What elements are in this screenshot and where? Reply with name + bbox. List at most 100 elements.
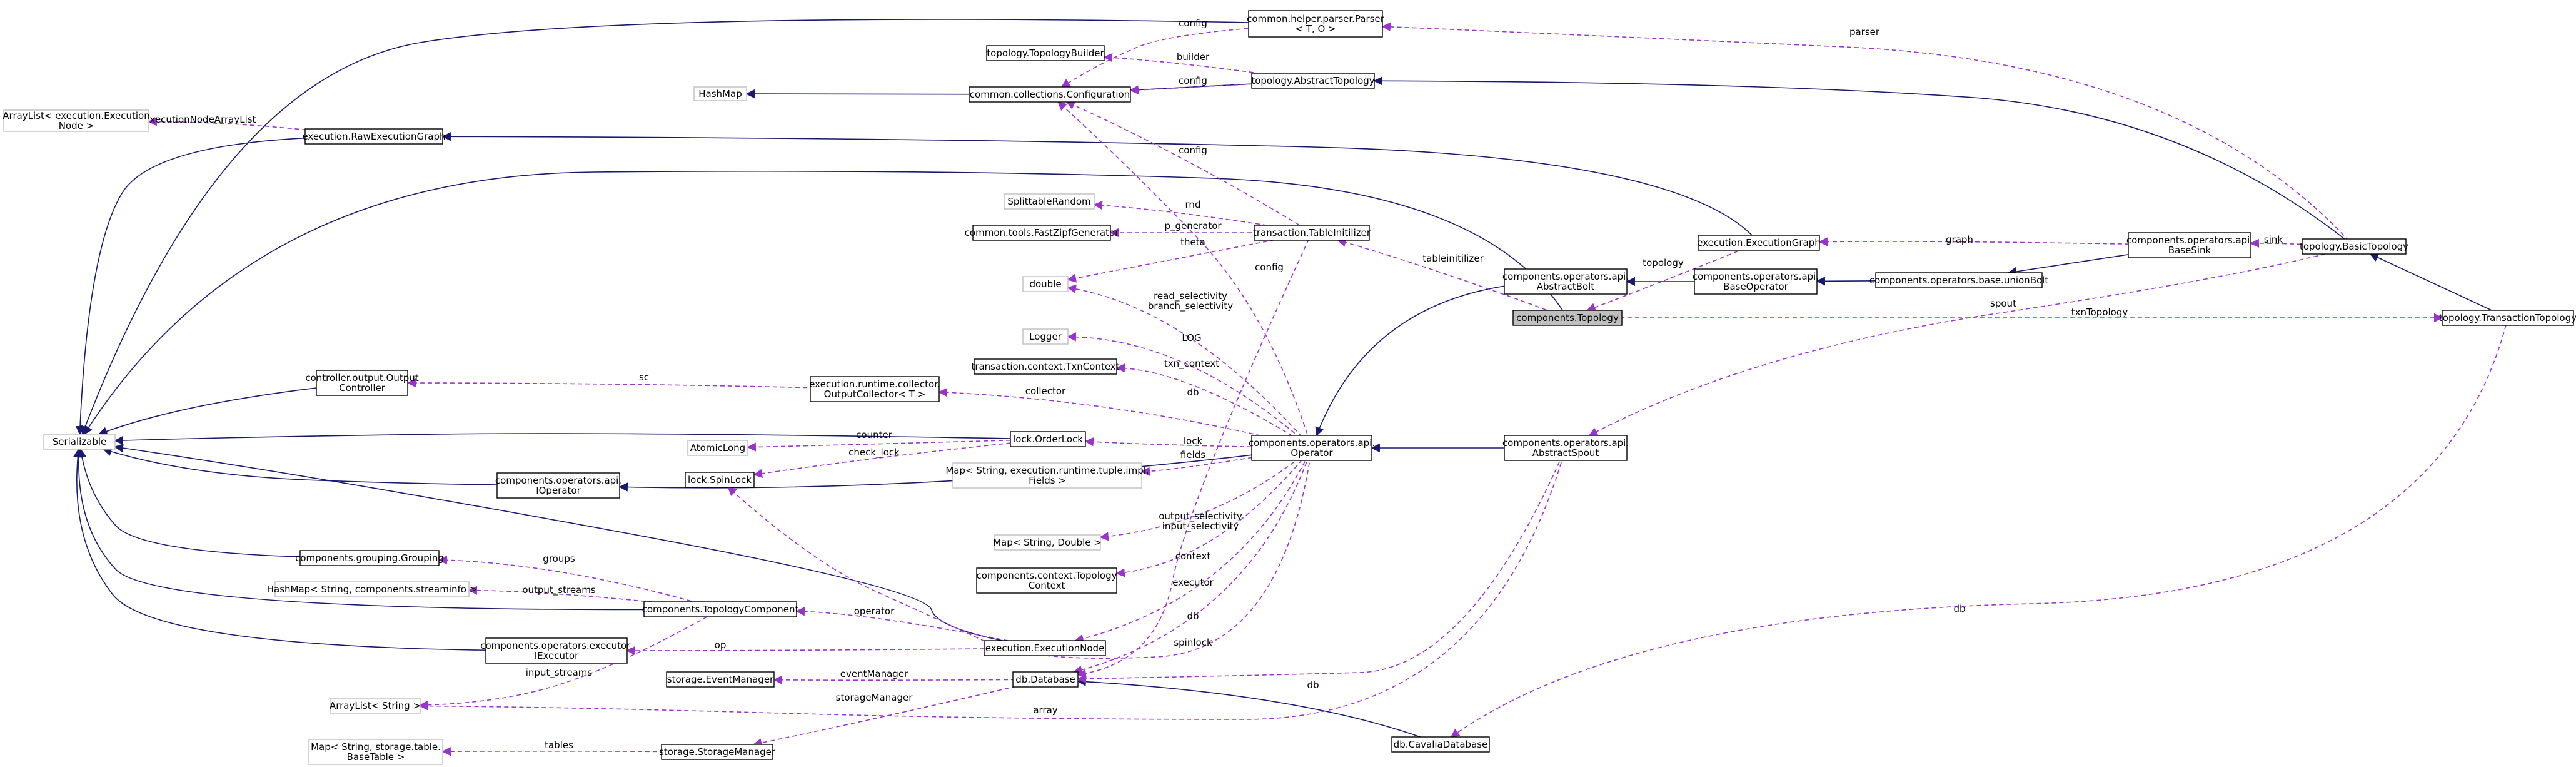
node-label-splittable-random: SplittableRandom (1007, 196, 1090, 207)
node-box-base-sink (2128, 232, 2251, 258)
usage-edge-output-collector-to-output-controller (406, 378, 875, 390)
edge-label-spout: spout (1990, 298, 2016, 309)
node-topology-component[interactable]: components.TopologyComponent (642, 601, 799, 617)
inheritance-edge-operator-to-ioperator (618, 447, 1312, 492)
node-topology[interactable]: components.Topology (1512, 310, 1623, 326)
node-table-initilizer[interactable]: transaction.TableInitilizer (1253, 225, 1371, 241)
node-box-union-bolt (1875, 272, 2043, 288)
node-configuration[interactable]: common.collections.Configuration (969, 86, 1131, 103)
node-label-base-sink: BaseSink (2168, 245, 2211, 256)
usage-edge-execution-node-to-iexecutor (626, 646, 1045, 656)
node-box-streaminfo-map (274, 581, 470, 597)
edge-label-config-table-init: config (1179, 145, 1207, 156)
node-cavalia-db[interactable]: db.CavaliaDatabase (1391, 736, 1490, 753)
node-event-manager[interactable]: storage.EventManager (666, 671, 775, 688)
node-ioperator[interactable]: components.operators.api.IOperator (495, 472, 621, 499)
node-base-operator[interactable]: components.operators.api.BaseOperator (1693, 268, 1819, 295)
node-base-sink[interactable]: components.operators.api.BaseSink (2126, 232, 2253, 258)
edge-label-config-operator: config (1255, 262, 1284, 273)
node-parser[interactable]: common.helper.parser.Parser< T, O > (1247, 10, 1385, 38)
node-basic-topology[interactable]: topology.BasicTopology (2300, 238, 2408, 255)
node-streaminfo-map[interactable]: HashMap< String, components.streaminfo > (267, 581, 478, 597)
usage-edge-topology-to-table-initilizer (1337, 238, 1568, 318)
node-label-hashmap: HashMap (698, 88, 742, 99)
usage-edge-basic-topology-to-parser (1381, 22, 2355, 247)
node-array-list-string[interactable]: ArrayList< String > (330, 698, 421, 714)
node-label-database: db.Database (1015, 674, 1075, 685)
node-fast-zipf[interactable]: common.tools.FastZipfGenerator (965, 225, 1119, 241)
node-logger[interactable]: Logger (1022, 328, 1069, 345)
node-fields-map[interactable]: Map< String, execution.runtime.tuple.imp… (945, 462, 1149, 489)
edge-label-txn-context: txn_context (1164, 358, 1219, 370)
node-box-table-initilizer (1254, 225, 1370, 241)
node-atomic-long[interactable]: AtomicLong (687, 440, 748, 456)
node-label-abstract-bolt: AbstractBolt (1537, 281, 1595, 292)
node-iexecutor[interactable]: components.operators.executor.IExecutor (480, 637, 633, 664)
node-box-operator (1251, 435, 1372, 461)
node-box-topology-component (643, 601, 797, 617)
node-label-output-collector: execution.runtime.collector. (809, 378, 940, 390)
node-label-execution-graph: execution.ExecutionGraph (1697, 237, 1820, 248)
node-transaction-topology[interactable]: topology.TransactionTopology (2439, 310, 2576, 326)
node-label-event-manager: storage.EventManager (667, 674, 774, 685)
usage-edge-operator-to-configuration (1057, 101, 1312, 449)
node-abstract-spout[interactable]: components.operators.api.AbstractSpout (1502, 435, 1629, 461)
node-output-collector[interactable]: execution.runtime.collector.OutputCollec… (809, 376, 940, 402)
edge-label-topology: topology (1643, 257, 1684, 268)
node-box-base-operator (1694, 268, 1818, 295)
edge-label-output-input-selectivity: output_selectivity (1159, 510, 1242, 522)
node-database[interactable]: db.Database (1012, 671, 1079, 688)
node-topology-builder[interactable]: topology.TopologyBuilder (986, 45, 1105, 61)
node-box-transaction-topology (2442, 310, 2574, 326)
node-txn-context[interactable]: transaction.context.TxnContext (971, 358, 1120, 375)
node-label-basetable-map: Map< String, storage.table. (311, 741, 441, 753)
node-execution-graph[interactable]: execution.ExecutionGraph (1697, 235, 1821, 251)
node-box-double-map (994, 534, 1101, 551)
node-label-abstract-bolt: components.operators.api. (1502, 271, 1629, 282)
inheritance-edge-parser-to-serializable (81, 19, 1316, 435)
node-box-serializable (43, 434, 116, 450)
node-box-abstract-bolt (1504, 268, 1628, 295)
node-execution-node[interactable]: execution.ExecutionNode (984, 640, 1106, 656)
node-order-lock[interactable]: lock.OrderLock (1010, 431, 1086, 447)
node-raw-exec-graph[interactable]: execution.RawExecutionGraph (302, 128, 446, 145)
node-array-list-exec[interactable]: ArrayList< execution.ExecutionNode > (3, 109, 150, 132)
edge-label-log: LOG (1182, 332, 1201, 343)
node-spin-lock[interactable]: lock.SpinLock (685, 472, 755, 488)
usage-edge-order-lock-to-spin-lock (753, 439, 1049, 479)
usage-edge-operator-to-logger (1067, 332, 1312, 449)
node-label-topology: components.Topology (1516, 312, 1619, 323)
node-label-abstract-spout: components.operators.api. (1502, 437, 1629, 449)
node-storage-manager[interactable]: storage.StorageManager (659, 744, 776, 760)
node-label-cavalia-db: db.CavaliaDatabase (1394, 739, 1488, 750)
node-basetable-map[interactable]: Map< String, storage.table.BaseTable > (308, 739, 443, 765)
node-double-map[interactable]: Map< String, Double > (993, 534, 1102, 551)
node-grouping[interactable]: components.grouping.Grouping (295, 550, 444, 566)
node-box-event-manager (666, 671, 775, 688)
node-operator[interactable]: components.operators.api.Operator (1249, 435, 1375, 461)
node-label-topology-component: components.TopologyComponent (642, 604, 799, 615)
node-box-fast-zipf (972, 225, 1111, 241)
node-serializable[interactable]: Serializable (43, 434, 116, 450)
usage-edge-base-sink-to-execution-graph (1818, 237, 2190, 246)
node-abstract-topology[interactable]: topology.AbstractTopology (1251, 73, 1375, 89)
node-abstract-bolt[interactable]: components.operators.api.AbstractBolt (1502, 268, 1629, 295)
node-hashmap[interactable]: HashMap (693, 86, 747, 101)
node-label-raw-exec-graph: execution.RawExecutionGraph (302, 131, 445, 142)
node-box-ioperator (496, 472, 620, 499)
node-label-fields-map: Fields > (1029, 475, 1066, 486)
node-union-bolt[interactable]: components.operators.base.unionBolt (1869, 272, 2049, 288)
edge-label-builder: builder (1177, 51, 1210, 63)
node-label-order-lock: lock.OrderLock (1013, 434, 1083, 445)
usage-edge-basic-topology-to-abstract-spout (1588, 246, 2355, 436)
node-label-spin-lock: lock.SpinLock (688, 474, 752, 485)
node-box-execution-node (984, 640, 1106, 656)
node-double[interactable]: double (1022, 276, 1069, 292)
node-box-splittable-random (1004, 193, 1095, 210)
node-splittable-random[interactable]: SplittableRandom (1004, 193, 1095, 210)
edge-label-parser: parser (1849, 26, 1880, 38)
node-box-logger (1022, 328, 1069, 345)
edge-label-spinlock: spinlock (1174, 637, 1212, 648)
